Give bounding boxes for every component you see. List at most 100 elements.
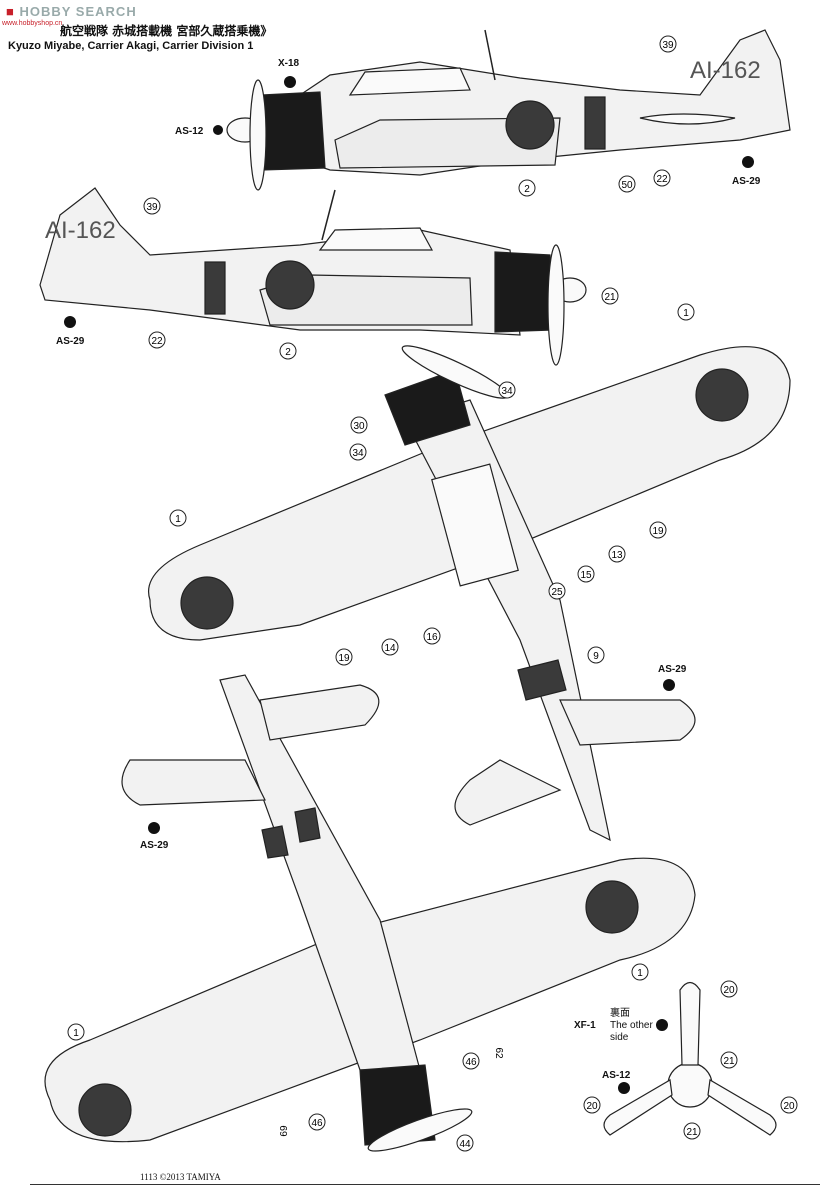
xf1-note-jp: 裏面 xyxy=(610,1006,630,1019)
svg-text:50: 50 xyxy=(621,180,633,191)
title-english: Kyuzo Miyabe, Carrier Akagi, Carrier Div… xyxy=(8,40,254,52)
decal-callout: 22 xyxy=(653,169,671,187)
paint-label: AS-29 xyxy=(658,664,687,675)
tail-code: AI-162 xyxy=(45,217,116,244)
svg-text:39: 39 xyxy=(662,40,674,51)
paint-label: AS-29 xyxy=(140,840,169,851)
decal-callout: 2 xyxy=(518,179,536,197)
propeller-detail xyxy=(603,981,777,1136)
decal-callout: 39 xyxy=(659,35,677,53)
cowling xyxy=(494,251,553,333)
decal-callout: 20 xyxy=(720,980,738,998)
cowling xyxy=(384,369,471,446)
paint-callouts: X-18 AS-12 AS-29 AS-29 AS-29 AS-29 AS-12… xyxy=(56,58,761,1094)
svg-text:20: 20 xyxy=(586,1101,598,1112)
svg-text:20: 20 xyxy=(783,1101,795,1112)
decal-callout: 1 xyxy=(677,303,695,321)
hinomaru-roundel xyxy=(265,260,315,310)
canopy xyxy=(318,227,434,251)
decal-callout: 15 xyxy=(577,565,595,583)
decal-callout: 2 xyxy=(279,342,297,360)
svg-text:15: 15 xyxy=(580,570,592,581)
paint-label: AS-12 xyxy=(175,126,204,137)
footer: 1113 ©2013 TAMIYA xyxy=(140,1172,221,1182)
svg-text:25: 25 xyxy=(551,587,563,598)
hinomaru-roundel xyxy=(180,576,234,630)
hinomaru-roundel xyxy=(78,1083,132,1137)
hinomaru-roundel xyxy=(695,368,749,422)
svg-text:39: 39 xyxy=(146,202,158,213)
copyright: ©2013 TAMIYA xyxy=(159,1172,221,1182)
paint-label: AS-12 xyxy=(602,1070,631,1081)
svg-text:22: 22 xyxy=(151,336,163,347)
side-view-left: AI-162 xyxy=(226,29,791,191)
decal-callout: 13 xyxy=(608,545,626,563)
xf1-note-en2: side xyxy=(610,1032,629,1043)
paint-label: X-18 xyxy=(278,58,300,69)
decal-callout: 50 xyxy=(618,175,636,193)
title-japanese: 航空戦隊 赤城搭載機 宮部久蔵搭乗機》 xyxy=(60,24,273,38)
svg-text:9: 9 xyxy=(593,651,599,662)
decal-callout: 19 xyxy=(649,521,667,539)
svg-text:34: 34 xyxy=(501,386,513,397)
svg-text:1: 1 xyxy=(637,968,643,979)
fuselage-band xyxy=(517,659,567,701)
svg-text:34: 34 xyxy=(352,448,364,459)
decal-callout: 39 xyxy=(143,197,161,215)
hinomaru-roundel xyxy=(585,880,639,934)
decal-callout: 44 xyxy=(456,1134,474,1152)
decal-callout: 19 xyxy=(335,648,353,666)
svg-text:1: 1 xyxy=(175,514,181,525)
xf1-note-en1: The other xyxy=(610,1020,653,1031)
svg-text:13: 13 xyxy=(611,550,623,561)
decal-number-callouts: 39 2 50 22 39 21 22 2 1 34 30 34 1 19 13… xyxy=(67,35,798,1152)
decal-callout: 1 xyxy=(169,509,187,527)
paint-hex-icon xyxy=(663,679,675,691)
decal-callout: 30 xyxy=(350,416,368,434)
watermark-subtext: www.hobbyshop.cn xyxy=(2,20,63,27)
paint-hex-icon xyxy=(742,156,754,168)
decal-callout: 46 xyxy=(308,1113,326,1131)
hinomaru-roundel xyxy=(505,100,555,150)
decal-callout: 34 xyxy=(349,443,367,461)
svg-text:1: 1 xyxy=(73,1028,79,1039)
svg-text:46: 46 xyxy=(311,1118,323,1129)
decal-callout: 14 xyxy=(381,638,399,656)
fuselage-band xyxy=(204,261,226,315)
decal-number-rotated: 69 xyxy=(279,1125,290,1137)
decal-callout: 34 xyxy=(498,381,516,399)
watermark-logo: ■ HOBBY SEARCH xyxy=(6,4,137,19)
decal-callout: 20 xyxy=(583,1096,601,1114)
canopy xyxy=(348,67,471,96)
paint-hex-icon xyxy=(618,1082,630,1094)
decal-callout: 1 xyxy=(67,1023,85,1041)
decal-callout: 20 xyxy=(780,1096,798,1114)
paint-label: AS-29 xyxy=(732,176,761,187)
paint-label: AS-29 xyxy=(56,336,85,347)
svg-text:2: 2 xyxy=(524,184,530,195)
svg-text:1: 1 xyxy=(683,308,689,319)
footer-rule xyxy=(30,1184,820,1185)
page-number: 1113 xyxy=(140,1172,158,1182)
decal-callout: 9 xyxy=(587,646,605,664)
paint-hex-icon xyxy=(213,125,223,135)
svg-text:46: 46 xyxy=(465,1057,477,1068)
decal-callout: 1 xyxy=(631,963,649,981)
decal-number-rotated: 62 xyxy=(493,1047,504,1059)
tail-code: AI-162 xyxy=(690,57,761,84)
decal-callout: 16 xyxy=(423,627,441,645)
paint-hex-icon xyxy=(284,76,296,88)
svg-text:44: 44 xyxy=(459,1139,471,1150)
svg-text:19: 19 xyxy=(652,526,664,537)
svg-text:20: 20 xyxy=(723,985,735,996)
plan-view-bottom xyxy=(44,674,696,1152)
propeller-blade xyxy=(547,244,565,366)
cowling xyxy=(261,91,326,171)
svg-text:21: 21 xyxy=(723,1056,735,1067)
decal-callout: 22 xyxy=(148,331,166,349)
svg-text:30: 30 xyxy=(353,421,365,432)
svg-text:14: 14 xyxy=(384,643,396,654)
svg-text:21: 21 xyxy=(686,1127,698,1138)
propeller-blade xyxy=(249,79,267,191)
